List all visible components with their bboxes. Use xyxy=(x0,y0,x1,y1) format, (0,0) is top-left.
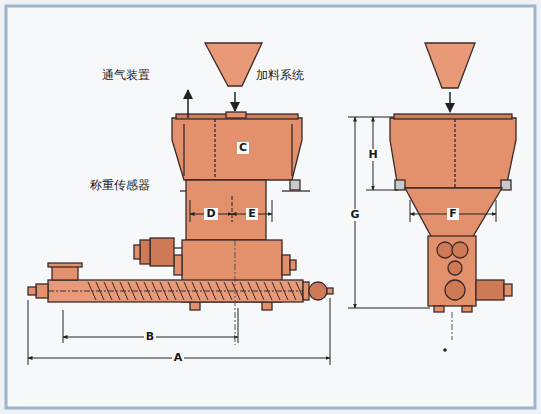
dimension-label: H xyxy=(366,149,379,161)
dimension-label: F xyxy=(447,208,459,220)
dimension-label: B xyxy=(144,331,156,343)
part-label: 加料系统 xyxy=(254,69,306,82)
end-view xyxy=(390,43,516,312)
dimension-label: E xyxy=(246,208,258,220)
part-label: 通气装置 xyxy=(100,69,152,82)
dimension-label: D xyxy=(204,208,217,220)
dimension-label: G xyxy=(348,209,361,221)
dimension-label: A xyxy=(172,352,185,364)
dimension-label: C xyxy=(237,142,249,154)
frame xyxy=(6,6,535,408)
side-view xyxy=(28,43,333,310)
part-label: 称重传感器 xyxy=(88,179,152,192)
dimension-lines xyxy=(28,90,496,365)
dot-mark xyxy=(443,348,447,352)
